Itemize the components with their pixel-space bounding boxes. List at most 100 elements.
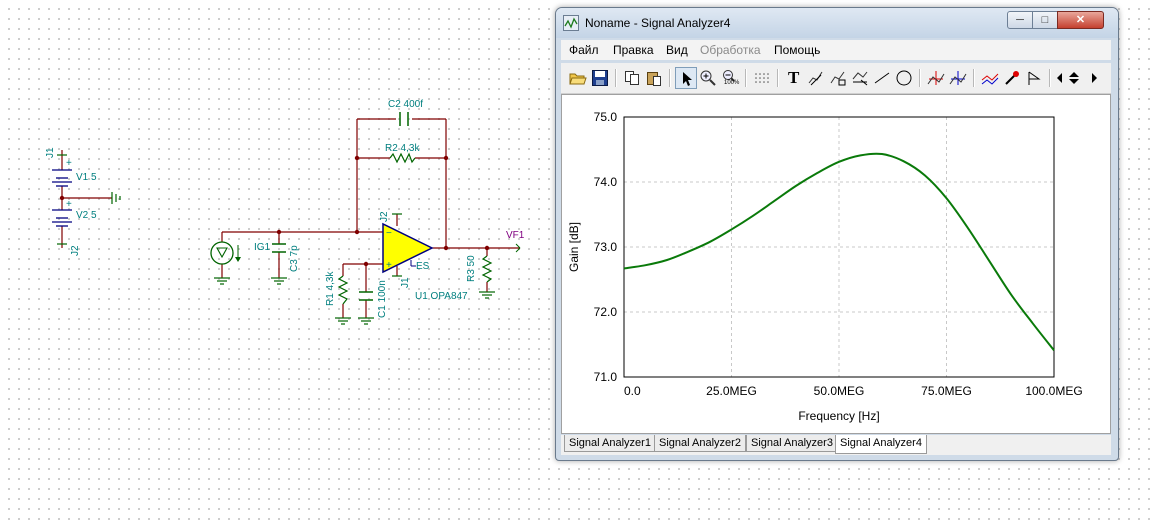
menu-view[interactable]: Вид — [666, 43, 688, 57]
maximize-icon: □ — [1041, 14, 1049, 26]
analyzer-tabs: Signal Analyzer1 Signal Analyzer2 Signal… — [561, 435, 1111, 455]
line-tool-button[interactable] — [871, 67, 893, 89]
scroll-arrows-button[interactable] — [1053, 67, 1101, 89]
menu-process[interactable]: Обработка — [700, 43, 761, 57]
tab-signal-analyzer-1[interactable]: Signal Analyzer1 — [564, 435, 656, 452]
y-axis-label: Gain [dB] — [567, 222, 581, 272]
label-v2: V2 5 — [76, 210, 97, 221]
label-j2-left: J2 — [70, 245, 81, 256]
x-tick-label: 50.0MEG — [814, 384, 865, 398]
toolbar-separator — [919, 69, 921, 87]
y-tick-label: 72.0 — [594, 305, 618, 319]
label-u1: U1 OPA847 — [415, 291, 468, 302]
toolbar-separator — [669, 69, 671, 87]
cursor-b-icon — [949, 71, 967, 85]
toolbar-separator — [615, 69, 617, 87]
menu-bar: Файл Правка Вид Обработка Помощь — [561, 40, 1111, 60]
select-pointer-button[interactable] — [675, 67, 697, 89]
label-c1: C1 100n — [377, 280, 388, 318]
x-tick-label: 25.0MEG — [706, 384, 757, 398]
text-tool-icon: T — [788, 68, 800, 87]
copy-button[interactable] — [621, 67, 643, 89]
label-r3: R3 50 — [466, 255, 477, 282]
label-arrow-icon — [808, 71, 823, 86]
toolbar-separator — [777, 69, 779, 87]
y-tick-label: 73.0 — [594, 240, 618, 254]
menu-file[interactable]: Файл — [569, 43, 599, 57]
minimize-icon: ─ — [1016, 14, 1024, 26]
menu-help[interactable]: Помощь — [774, 43, 821, 57]
label-r2: R2 4,3k — [385, 143, 420, 154]
curve-cursor-button[interactable] — [979, 67, 1001, 89]
minimize-button[interactable]: ─ — [1007, 11, 1033, 29]
zoom-all-icon — [723, 70, 735, 82]
label-plus: + — [66, 199, 72, 210]
label-j1-left: J1 — [45, 147, 56, 158]
zoom-in-icon — [700, 70, 716, 86]
probe-icon — [1005, 71, 1019, 85]
window-title: Noname - Signal Analyzer4 — [585, 16, 731, 30]
label-plus: + — [66, 158, 72, 169]
x-axis-label: Frequency [Hz] — [798, 409, 879, 423]
title-bar[interactable]: Noname - Signal Analyzer4 ─ □ ✕ — [556, 8, 1118, 38]
menu-edit[interactable]: Правка — [613, 43, 654, 57]
gain-frequency-chart[interactable]: 0.0 25.0MEG 50.0MEG 75.0MEG 100.0MEG 71.0 72.0… — [562, 95, 1110, 433]
x-tick-label: 0.0 — [624, 384, 641, 398]
tab-signal-analyzer-2[interactable]: Signal Analyzer2 — [654, 435, 746, 452]
floppy-save-icon — [592, 70, 608, 86]
label-j2-amp: J2 — [379, 211, 390, 222]
current-source-symbol[interactable] — [210, 241, 241, 265]
zoom-all-label: 100% — [724, 80, 740, 86]
signal-analyzer-window[interactable]: Noname - Signal Analyzer4 ─ □ ✕ Файл Пра… — [555, 7, 1119, 461]
gain-curve[interactable] — [623, 152, 1055, 351]
label-opamp-plus: + — [386, 260, 392, 271]
cursor-b-button[interactable] — [947, 67, 969, 89]
grid-toggle-button[interactable] — [751, 67, 773, 89]
line-icon — [874, 72, 890, 84]
toolbar: 100% T — [561, 63, 1111, 94]
axis-label-icon — [852, 71, 868, 86]
dotted-grid-icon — [755, 73, 769, 83]
marker-flag-icon — [1028, 71, 1041, 85]
circuit-schematic[interactable]: J1 + V1 5 + V2 5 J2 C2 400f R2 4,3k IG1 … — [0, 0, 560, 522]
axis-label-button[interactable] — [849, 67, 871, 89]
label-opamp-minus: − — [386, 228, 392, 239]
cursor-a-icon — [927, 71, 945, 85]
label-c2: C2 400f — [388, 99, 423, 110]
tab-signal-analyzer-4[interactable]: Signal Analyzer4 — [835, 435, 927, 454]
marker-button[interactable] — [1023, 67, 1045, 89]
opamp-symbol[interactable] — [382, 222, 434, 274]
signal-analyzer-app-icon — [563, 15, 579, 31]
circle-tool-button[interactable] — [893, 67, 915, 89]
label-arrow-button[interactable] — [805, 67, 827, 89]
gain-plot-area[interactable]: 0.0 25.0MEG 50.0MEG 75.0MEG 100.0MEG 71.0 72.0… — [561, 94, 1111, 434]
text-tool-button[interactable]: T — [783, 67, 805, 89]
x-tick-label: 75.0MEG — [921, 384, 972, 398]
open-button[interactable] — [567, 67, 589, 89]
copy-icon — [625, 71, 639, 85]
save-button[interactable] — [589, 67, 611, 89]
label-r1: R1 4,3k — [325, 271, 336, 306]
paste-button[interactable] — [643, 67, 665, 89]
x-tick-label: 100.0MEG — [1025, 384, 1082, 398]
toolbar-separator — [1049, 69, 1051, 87]
folder-open-icon — [569, 73, 587, 85]
toolbar-separator — [973, 69, 975, 87]
y-tick-label: 75.0 — [594, 110, 618, 124]
cursor-a-button[interactable] — [925, 67, 947, 89]
curve-cursor-icon — [981, 73, 999, 85]
paste-icon — [647, 72, 661, 86]
zoom-in-button[interactable] — [697, 67, 719, 89]
zoom-all-button[interactable]: 100% — [719, 67, 741, 89]
curve-label-button[interactable] — [827, 67, 849, 89]
label-opamp-es: ES — [416, 261, 430, 272]
y-tick-label: 74.0 — [594, 175, 618, 189]
y-tick-label: 71.0 — [594, 370, 618, 384]
close-button[interactable]: ✕ — [1057, 11, 1104, 29]
tab-signal-analyzer-3[interactable]: Signal Analyzer3 — [746, 435, 838, 452]
maximize-button[interactable]: □ — [1032, 11, 1058, 29]
label-j1-amp: J1 — [400, 277, 411, 288]
label-vf1: VF1 — [506, 230, 525, 241]
pointer-arrow-icon — [683, 72, 692, 86]
probe-button[interactable] — [1001, 67, 1023, 89]
